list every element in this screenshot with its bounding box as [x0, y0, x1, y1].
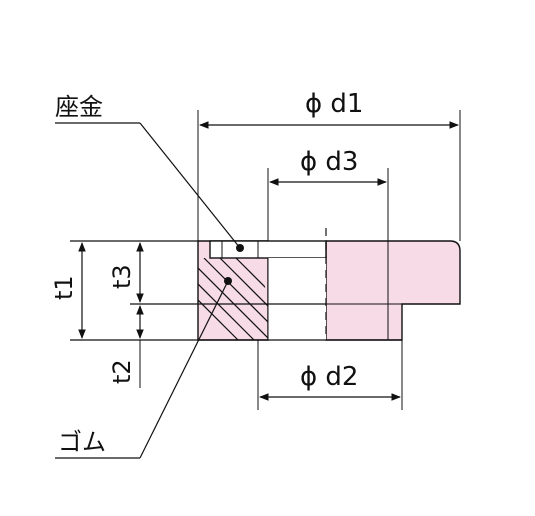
dimension-t1: t1	[50, 242, 86, 339]
right-body	[325, 240, 461, 341]
dimension-t2: t2	[108, 305, 144, 388]
washer-leader: 座金	[55, 93, 244, 252]
center-bore	[267, 228, 327, 340]
d1-label: ϕ d1	[305, 89, 363, 119]
rubber-section	[197, 240, 269, 341]
washer-leader-dot	[236, 244, 244, 252]
d2-label: ϕ d2	[300, 362, 358, 392]
dimension-d3: ϕ d3	[267, 147, 389, 241]
t1-label: t1	[50, 275, 78, 300]
rubber-label: ゴム	[58, 428, 106, 456]
d3-label: ϕ d3	[300, 147, 358, 177]
washer-label: 座金	[55, 93, 103, 121]
t3-label: t3	[108, 264, 136, 289]
rubber-leader-dot	[224, 277, 232, 285]
dimension-d2: ϕ d2	[257, 340, 403, 410]
dimension-d1: ϕ d1	[197, 89, 461, 241]
dimension-t3: t3	[108, 242, 144, 303]
t2-label: t2	[108, 359, 136, 384]
rubber-leader: ゴム	[55, 277, 232, 459]
washer-plate	[209, 240, 327, 259]
